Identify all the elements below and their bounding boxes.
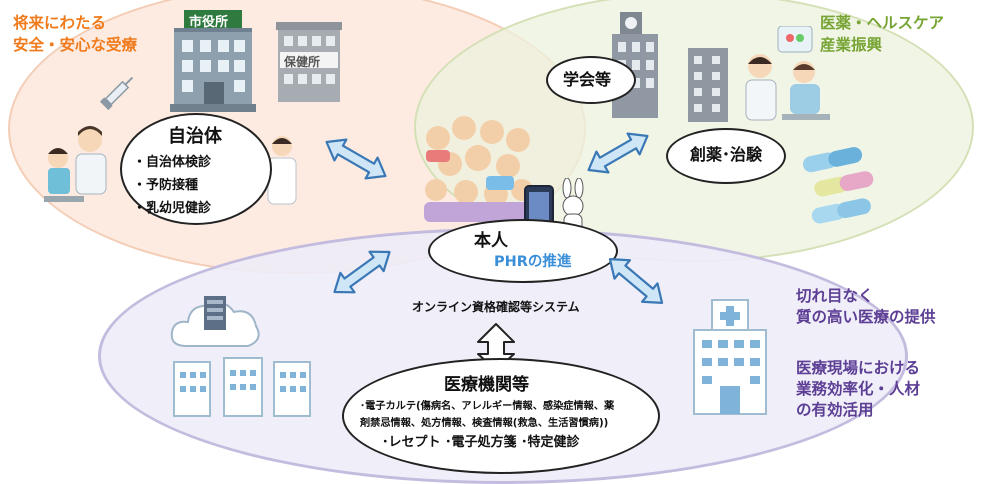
cloud-server-icon [170,296,260,347]
left-headline-line-2: 安全・安心な受療 [13,36,138,54]
phr-label: PHRの推進 [494,254,572,270]
efficiency-line-2: 業務効率化・人材 [796,380,921,398]
left-headline-line-1: 将来にわたる [13,14,107,32]
drug-discovery-oval [666,128,786,184]
large-hospital-icon [693,299,767,415]
medical-line-2: 剤禁忌情報、処方情報、検査情報(救急、生活習慣病)) [360,418,609,429]
municipality-oval [120,113,272,225]
nurse-illustration [267,136,297,205]
crowd-illustration [424,116,534,222]
efficiency-line-3: の有効活用 [796,401,874,419]
health-center-sign: 保健所 [284,55,321,69]
arrow-person-hospital [601,248,671,314]
arrow-industry-person [581,124,655,182]
doctor-patient-illustration [745,26,830,121]
efficiency-text: 医療現場における 業務効率化・人材 の有効活用 [796,358,920,421]
left-headline: 将来にわたる 安全・安心な受療 [13,12,137,56]
syringe-icon [99,76,134,111]
rabbit-mascot-icon [562,178,584,233]
small-hospitals-icon [173,357,311,417]
doctor-child-illustration [44,126,107,202]
arrow-municipality-person [319,130,393,188]
right-headline-line-2: 産業振興 [820,36,883,54]
efficiency-line-1: 医療現場における [796,359,921,377]
municipality-item-3: ・乳幼児健診 [133,201,212,216]
pharma-building-icon [688,48,728,122]
right-headline: 医薬・ヘルスケア 産業振興 [820,12,944,56]
person-label: 本人 [474,231,508,251]
medical-line-3: ･レセプト ･電子処方箋 ･特定健診 [382,435,580,450]
city-hall-building-icon [170,10,256,112]
municipality-title: 自治体 [168,126,222,147]
continuity-line-1: 切れ目なく [796,287,874,305]
pill-capsule-icon [802,147,874,224]
arrow-person-cloud [326,241,398,303]
person-oval [428,219,618,283]
academic-oval [546,56,636,104]
online-system-label: オンライン資格確認等システム [412,300,580,314]
municipality-item-1: ・自治体検診 [133,155,212,170]
continuity-text: 切れ目なく 質の高い医療の提供 [796,286,936,328]
municipality-item-2: ・予防接種 [133,178,199,193]
medical-title: 医療機関等 [444,375,529,395]
medical-line-1: ･電子カルテ(傷病名、アレルギー情報、感染症情報、薬 [360,401,615,412]
academic-label: 学会等 [563,70,612,89]
health-center-building-icon [276,22,342,102]
right-headline-line-1: 医薬・ヘルスケア [820,14,945,32]
drug-discovery-label: 創薬･治験 [690,145,763,164]
continuity-line-2: 質の高い医療の提供 [796,308,936,326]
city-hall-sign: 市役所 [189,15,229,30]
